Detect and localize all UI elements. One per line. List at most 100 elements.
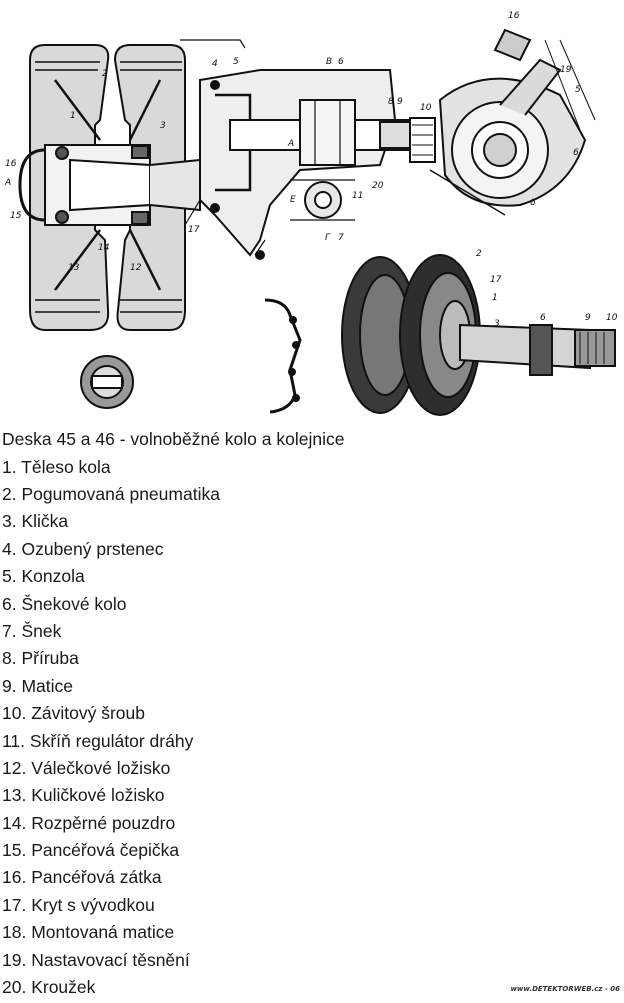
legend-item-number: 7: [2, 621, 21, 641]
legend-item-label: Šnekové kolo: [21, 593, 127, 614]
legend-item: 20Kroužek: [2, 976, 602, 1003]
callout-labels: 2 1 3 4 5 B 6 8 9 10 A 16 A 15 14 13 12 …: [4, 11, 618, 329]
callout-6-asm: 6: [540, 313, 546, 323]
legend-item-number: 6: [2, 594, 21, 614]
callout-19: 19: [560, 65, 572, 75]
callout-1-asm: 1: [492, 293, 498, 303]
bracket-housing: [184, 69, 436, 260]
legend-item-number: 18: [2, 922, 31, 942]
callout-3-asm: 3: [494, 319, 500, 329]
legend-item-label: Konzola: [21, 566, 85, 587]
legend-item-label: Skříň regulátor dráhy: [29, 730, 194, 751]
legend-item: 11Skříň regulátor dráhy: [2, 730, 602, 757]
legend-item: 2Pogumovaná pneumatika: [2, 483, 602, 510]
legend-item-label: Ozubený prstenec: [21, 538, 164, 559]
callout-8: 8: [388, 97, 394, 107]
callout-e: E: [290, 195, 296, 205]
legend-item-number: 16: [2, 867, 31, 887]
legend-item-number: 4: [2, 539, 21, 559]
legend-item: 5Konzola: [2, 565, 602, 592]
legend-item-number: 2: [2, 484, 21, 504]
legend-item-number: 15: [2, 840, 31, 860]
legend-item-number: 1: [2, 457, 21, 477]
legend-item: 4Ozubený prstenec: [2, 538, 602, 565]
callout-10-asm: 10: [606, 313, 618, 323]
legend-item-number: 12: [2, 758, 31, 778]
legend-item-label: Šnek: [21, 620, 62, 641]
callout-9: 9: [397, 97, 403, 107]
legend-item-number: 5: [2, 566, 21, 586]
legend-item-number: 10: [2, 703, 31, 723]
parts-legend: 1Těleso kola2Pogumovaná pneumatika3Kličk…: [2, 456, 602, 1003]
callout-12: 12: [130, 263, 142, 273]
callout-17: 17: [188, 225, 200, 235]
legend-item-number: 19: [2, 950, 31, 970]
legend-item-label: Válečkové ložisko: [31, 757, 171, 778]
legend-item-label: Příruba: [21, 648, 79, 669]
watermark: www.DETEKTORWEB.cz - 06: [510, 985, 620, 993]
caption: Deska 45 a 46 - volnoběžné kolo a kolejn…: [2, 428, 602, 1003]
legend-item-label: Matice: [21, 675, 74, 696]
callout-10: 10: [420, 103, 432, 113]
callout-20: 20: [372, 181, 384, 191]
legend-item-number: 20: [2, 977, 31, 997]
legend-item: 13Kuličkové ložisko: [2, 784, 602, 811]
legend-item: 9Matice: [2, 675, 602, 702]
callout-16-left: 16: [5, 159, 17, 169]
legend-item-number: 11: [2, 731, 30, 751]
legend-item: 12Válečkové ložisko: [2, 757, 602, 784]
legend-item: 7Šnek: [2, 620, 602, 647]
legend-item: 18Montovaná matice: [2, 921, 602, 948]
callout-a: A: [287, 139, 294, 149]
callout-a-right: 6: [530, 198, 536, 208]
legend-item-number: 8: [2, 648, 21, 668]
callout-2: 2: [102, 69, 108, 79]
callout-9-asm: 9: [585, 313, 591, 323]
legend-item: 8Příruba: [2, 647, 602, 674]
legend-item: 14Rozpěrné pouzdro: [2, 812, 602, 839]
callout-4: 4: [212, 59, 218, 69]
legend-item-label: Klička: [21, 511, 69, 532]
callout-1: 1: [70, 111, 76, 121]
legend-item-number: 3: [2, 511, 21, 531]
callout-2-asm: 2: [476, 249, 482, 259]
legend-item-label: Těleso kola: [21, 456, 111, 477]
gear-ring-detail: [429, 28, 596, 216]
callout-6: 6: [338, 57, 344, 67]
callout-5: 5: [233, 57, 239, 67]
legend-item-label: Kuličkové ložisko: [31, 785, 165, 806]
legend-item-label: Rozpěrné pouzdro: [31, 812, 176, 833]
legend-item-label: Montovaná matice: [31, 922, 175, 943]
callout-7: 7: [338, 233, 344, 243]
callout-15: 15: [10, 211, 22, 221]
legend-item-label: Pancéřová čepička: [31, 840, 180, 861]
callout-5-right: 5: [575, 85, 581, 95]
legend-item: 17Kryt s vývodkou: [2, 894, 602, 921]
legend-item-label: Kryt s vývodkou: [31, 894, 155, 915]
technical-drawing: 2 1 3 4 5 B 6 8 9 10 A 16 A 15 14 13 12 …: [4, 11, 618, 416]
caption-title: Deska 45 a 46 - volnoběžné kolo a kolejn…: [2, 429, 345, 449]
legend-item: 6Šnekové kolo: [2, 593, 602, 620]
legend-item-number: 17: [2, 895, 31, 915]
callout-a-left: A: [4, 178, 11, 188]
wheel-cross-section: [18, 39, 246, 331]
legend-item-number: 14: [2, 813, 31, 833]
callout-17-asm: 17: [490, 275, 502, 285]
legend-item-label: Závitový šroub: [31, 703, 145, 724]
legend-item: 1Těleso kola: [2, 456, 602, 483]
legend-item-label: Nastavovací těsnění: [31, 949, 190, 970]
legend-item: 19Nastavovací těsnění: [2, 949, 602, 976]
callout-11: 11: [352, 191, 363, 201]
callout-v: B: [326, 57, 332, 67]
callout-g: Г: [325, 233, 331, 243]
callout-14: 14: [98, 243, 110, 253]
legend-item-label: Kroužek: [31, 977, 96, 998]
callout-6-right: 6: [573, 148, 579, 158]
legend-item: 10Závitový šroub: [2, 702, 602, 729]
legend-item: 3Klička: [2, 510, 602, 537]
legend-item: 16Pancéřová zátka: [2, 866, 602, 893]
callout-16-right: 16: [508, 11, 520, 21]
callout-13: 13: [68, 263, 80, 273]
legend-item-number: 13: [2, 785, 31, 805]
legend-item-number: 9: [2, 676, 21, 696]
